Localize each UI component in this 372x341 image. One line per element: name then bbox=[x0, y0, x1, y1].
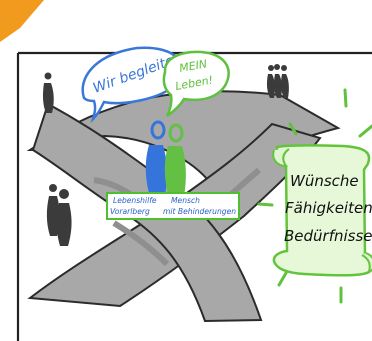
sign-left-line-1: Lebenshilfe bbox=[113, 196, 157, 205]
scroll-line-2: Fähigkeiten bbox=[285, 199, 372, 217]
sign-right-line-1: Mensch bbox=[171, 196, 200, 205]
sign-right-line-2: mit Behinderungen bbox=[163, 207, 236, 216]
needs-scroll: Wünsche Fähigkeiten Bedürfnisse bbox=[273, 145, 372, 275]
scroll-line-1: Wünsche bbox=[290, 172, 359, 190]
lebenshilfe-sign: Lebenshilfe Vorarlberg Mensch mit Behind… bbox=[107, 193, 239, 219]
right-top-figures bbox=[267, 64, 289, 98]
sign-left-line-2: Vorarlberg bbox=[110, 207, 150, 216]
scroll-line-3: Bedürfnisse bbox=[284, 227, 372, 245]
